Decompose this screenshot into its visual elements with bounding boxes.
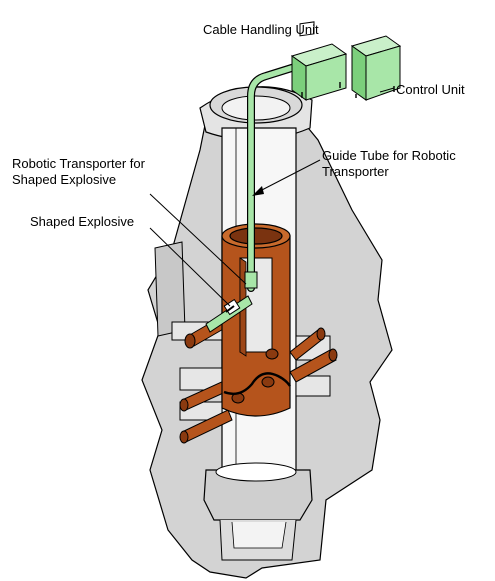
leader-lines xyxy=(149,87,395,307)
reactor-vessel xyxy=(221,223,291,417)
label-robotic-transporter-line2: Shaped Explosive xyxy=(12,172,117,187)
robotic-transporter xyxy=(205,295,253,333)
label-guide-tube-line2: Transporter xyxy=(322,164,389,179)
label-guide-tube: Guide Tube for Robotic Transporter xyxy=(322,148,456,180)
control-unit-box xyxy=(350,35,402,101)
label-robotic-transporter-line1: Robotic Transporter for xyxy=(12,156,145,171)
label-robotic-transporter: Robotic Transporter for Shaped Explosive xyxy=(12,156,145,188)
label-shaped-explosive: Shaped Explosive xyxy=(30,214,135,229)
guide-tube-leader xyxy=(257,159,321,193)
label-guide-tube-line1: Guide Tube for Robotic xyxy=(322,148,456,163)
cable-handling-unit-box xyxy=(290,21,348,101)
bottom-base xyxy=(203,469,313,521)
label-cable-handling-unit: Cable Handling Unit xyxy=(203,22,319,37)
label-control-unit: Control Unit xyxy=(396,82,465,97)
